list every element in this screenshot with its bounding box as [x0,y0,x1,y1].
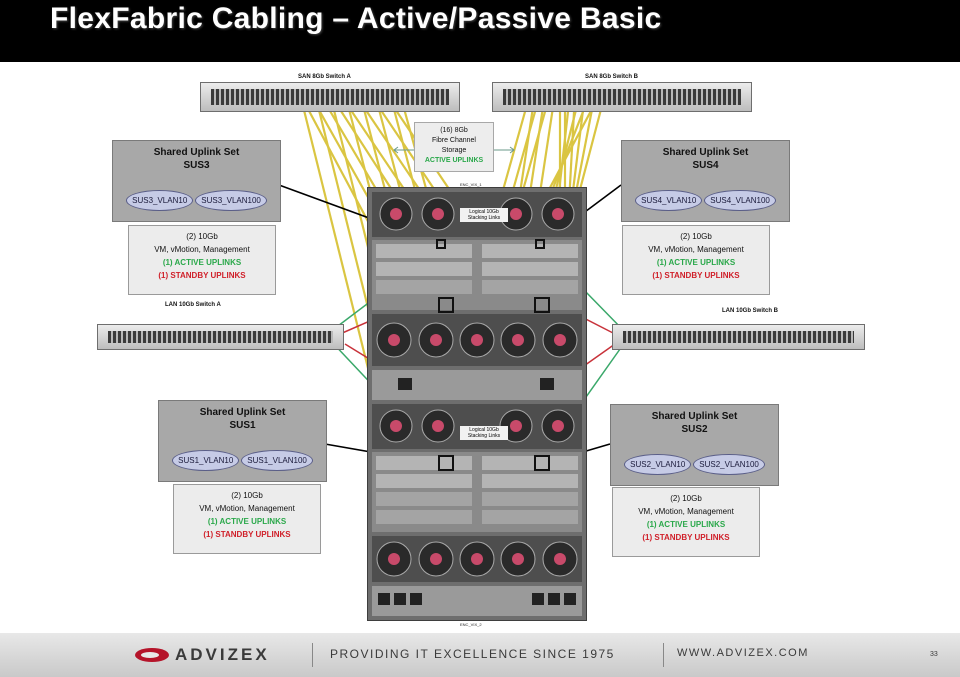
stacking-label-top-line1: Logical 10Gb [469,209,499,215]
sus2-name: SUS2 [681,424,708,435]
sus4-name: SUS4 [692,160,719,171]
sus1-vlans: SUS1_VLAN10 SUS1_VLAN100 [159,450,326,471]
info-standby: (1) STANDBY UPLINKS [203,530,291,539]
san-switch-a-label: SAN 8Gb Switch A [298,74,351,80]
stacking-label-top: Logical 10Gb Stacking Links [460,208,508,222]
sus4-title: Shared Uplink Set [662,147,749,158]
stacking-label-bottom-line1: Logical 10Gb [469,427,499,433]
info-active: (1) ACTIVE UPLINKS [162,258,242,267]
info-active: (1) ACTIVE UPLINKS [207,517,287,526]
info-line1: (2) 10Gb [231,491,263,500]
fc-line3: Storage [441,147,467,154]
san-switch-b [492,82,752,112]
info-line2: VM, vMotion, Management [638,507,734,516]
vlan-oval: SUS2_VLAN100 [693,454,765,475]
vlan-oval: SUS3_VLAN100 [195,190,267,211]
switch-ports [211,89,449,105]
slide-title: FlexFabric Cabling – Active/Passive Basi… [50,2,662,35]
info-active: (1) ACTIVE UPLINKS [656,258,736,267]
vlan-oval: SUS4_VLAN100 [704,190,776,211]
sus3-vlans: SUS3_VLAN10 SUS3_VLAN100 [113,190,280,211]
lan-switch-a [97,324,344,350]
switch-ports [503,89,741,105]
vlan-oval: SUS3_VLAN10 [126,190,194,211]
enclosure-top-label: ENC_VIX_1 [460,182,482,187]
sus4-vlans: SUS4_VLAN10 SUS4_VLAN100 [622,190,789,211]
vlan-oval: SUS2_VLAN10 [624,454,692,475]
switch-ports [623,331,854,343]
info-standby: (1) STANDBY UPLINKS [158,271,246,280]
fc-arrows [393,146,515,154]
footer-bar: ADVIZEX PROVIDING IT EXCELLENCE SINCE 19… [0,633,960,677]
footer-divider-2 [663,643,664,667]
san-switch-b-label: SAN 8Gb Switch B [585,74,639,80]
sus1-box: Shared Uplink Set SUS1 SUS1_VLAN10 SUS1_… [158,400,327,482]
vlan-oval: SUS1_VLAN10 [172,450,240,471]
chassis-graphic [372,192,582,616]
lan-switch-a-label: LAN 10Gb Switch A [165,302,221,308]
vlan-oval: SUS4_VLAN10 [635,190,703,211]
stacking-label-top-line2: Stacking Links [467,215,501,221]
info-line1: (2) 10Gb [680,232,712,241]
title-bar: FlexFabric Cabling – Active/Passive Basi… [0,0,960,62]
sus3-box: Shared Uplink Set SUS3 SUS3_VLAN10 SUS3_… [112,140,281,222]
fan-row-bottom [376,541,578,577]
sus2-vlans: SUS2_VLAN10 SUS2_VLAN100 [611,454,778,475]
info-active: (1) ACTIVE UPLINKS [646,520,726,529]
enclosure-bottom-label: ENC_VIX_2 [460,622,482,627]
info-line2: VM, vMotion, Management [648,245,744,254]
san-switch-a [200,82,460,112]
fc-line1: (16) 8Gb [440,127,468,134]
footer-divider-1 [312,643,313,667]
sus2-box: Shared Uplink Set SUS2 SUS2_VLAN10 SUS2_… [610,404,779,486]
info-line1: (2) 10Gb [670,494,702,503]
info-line1: (2) 10Gb [186,232,218,241]
stacking-label-bottom-line2: Stacking Links [467,433,501,439]
sus3-info: (2) 10Gb VM, vMotion, Management (1) ACT… [128,225,276,295]
fc-line2: Fibre Channel [432,137,476,144]
footer-tagline: PROVIDING IT EXCELLENCE SINCE 1975 [330,647,615,661]
sus3-title: Shared Uplink Set [153,147,240,158]
blade-chassis-rack: ENC_VIX_1 ENC_VIX_2 Logical 10Gb Stackin… [367,182,587,627]
lan-switch-b [612,324,865,350]
fan-row-top [379,197,575,231]
info-standby: (1) STANDBY UPLINKS [652,271,740,280]
info-line2: VM, vMotion, Management [199,504,295,513]
footer-url: WWW.ADVIZEX.COM [677,647,809,659]
stacking-label-bottom: Logical 10Gb Stacking Links [460,426,508,440]
switch-ports [108,331,333,343]
vlan-oval: SUS1_VLAN100 [241,450,313,471]
info-line2: VM, vMotion, Management [154,245,250,254]
diagram-canvas: SAN 8Gb Switch A SAN 8Gb Switch B (16) 8… [0,62,960,633]
lan-switch-b-label: LAN 10Gb Switch B [722,308,779,314]
fc-status: ACTIVE UPLINKS [424,157,484,164]
info-standby: (1) STANDBY UPLINKS [642,533,730,542]
sus4-info: (2) 10Gb VM, vMotion, Management (1) ACT… [622,225,770,295]
sus2-title: Shared Uplink Set [651,411,738,422]
sus1-name: SUS1 [229,420,256,431]
advizex-logo-text: ADVIZEX [175,645,270,664]
fibre-channel-box: (16) 8Gb Fibre Channel Storage ACTIVE UP… [414,122,494,172]
fan-row-mid-top [376,322,578,358]
sus4-box: Shared Uplink Set SUS4 SUS4_VLAN10 SUS4_… [621,140,790,222]
page-number: 33 [930,651,938,658]
sus1-info: (2) 10Gb VM, vMotion, Management (1) ACT… [173,484,321,554]
sus3-name: SUS3 [183,160,210,171]
sus2-info: (2) 10Gb VM, vMotion, Management (1) ACT… [612,487,760,557]
sus1-title: Shared Uplink Set [199,407,286,418]
fan-row-mid-bottom [379,409,575,443]
advizex-logo-icon [135,648,169,662]
